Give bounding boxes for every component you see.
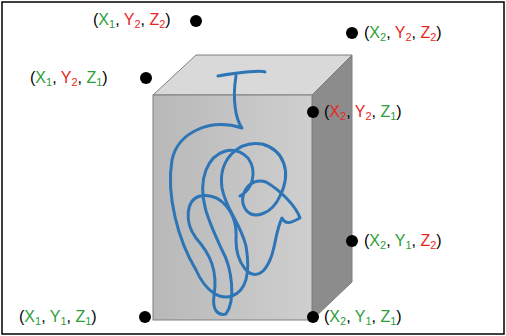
corner-dot: [346, 235, 358, 247]
corner-coordinate: (X2, Y1, Z2): [364, 231, 442, 251]
corner-coordinate: (X1, Y2, Z1): [30, 68, 108, 88]
scribble-path: [170, 71, 300, 314]
cube-right-face: [312, 55, 352, 320]
corner-coordinate: (X2, Y2, Z1): [324, 102, 402, 122]
corner-dot: [139, 311, 151, 323]
corner-coordinate: (X1, Y1, Z1): [19, 307, 97, 327]
corner-dot: [307, 311, 319, 323]
corner-dot: [346, 27, 358, 39]
corner-coordinate: (X2, Y1, Z1): [324, 307, 402, 327]
corner-coordinate: (X2, Y2, Z2): [364, 23, 442, 43]
corner-dot: [140, 72, 152, 84]
corner-coordinate: (X1, Y2, Z2): [93, 10, 171, 30]
corner-dot: [190, 15, 202, 27]
corner-dot: [307, 106, 319, 118]
